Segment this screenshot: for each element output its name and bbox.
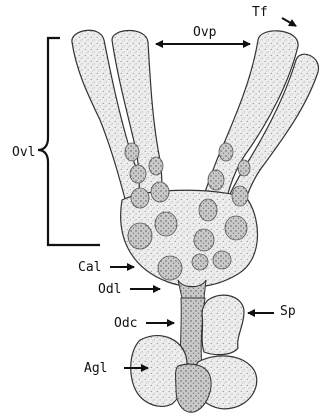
- oocyte: [130, 165, 146, 183]
- label-odc: Odc: [114, 317, 137, 330]
- oocyte: [219, 143, 233, 161]
- label-tf: Tf: [252, 6, 268, 19]
- oocyte: [238, 160, 250, 176]
- tf-arrow: [282, 18, 296, 26]
- spermatheca: [202, 295, 244, 355]
- oocyte: [131, 188, 149, 208]
- accessory-gland-base: [176, 364, 212, 412]
- oocyte: [128, 223, 152, 249]
- oocyte: [194, 229, 214, 251]
- label-ovl: Ovl: [12, 146, 35, 159]
- oocyte: [208, 170, 224, 190]
- oocyte: [232, 186, 248, 206]
- label-odl: Odl: [98, 283, 121, 296]
- oocyte: [192, 254, 208, 270]
- ovarioles: [72, 30, 319, 215]
- label-agl: Agl: [84, 362, 107, 375]
- oocyte: [149, 157, 163, 175]
- label-cal: Cal: [78, 261, 101, 274]
- oocyte: [155, 212, 177, 236]
- oocyte: [151, 182, 169, 202]
- label-ovp: Ovp: [193, 26, 216, 39]
- oocyte: [199, 199, 217, 221]
- label-sp: Sp: [280, 305, 296, 318]
- oocyte: [225, 216, 247, 240]
- oocyte: [213, 251, 231, 269]
- oocyte: [125, 143, 139, 161]
- oocyte: [158, 256, 182, 280]
